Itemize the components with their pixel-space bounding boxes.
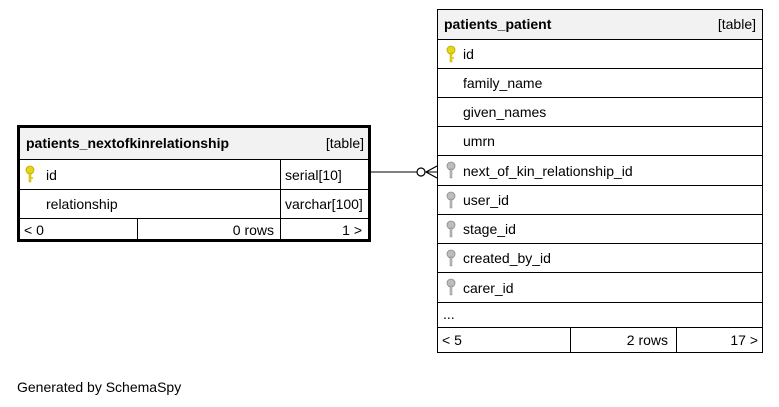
table-header: patients_patient [table] [438, 10, 762, 39]
column-row-id[interactable]: id [438, 39, 762, 68]
column-name: user_id [463, 192, 509, 208]
generated-by-label: Generated by SchemaSpy [17, 379, 182, 395]
column-row-umrn[interactable]: umrn [438, 126, 762, 155]
column-row-next-of-kin-relationship-id[interactable]: next_of_kin_relationship_id [438, 155, 762, 185]
column-name: id [463, 46, 474, 62]
column-type: varchar[100] [285, 196, 363, 212]
table-type-tag: [table] [325, 135, 364, 151]
ellipsis-text: ... [443, 306, 455, 322]
more-columns-ellipsis[interactable]: ... [438, 302, 762, 327]
row-count: 2 rows [626, 332, 668, 348]
table-footer: < 0 0 rows 1 > [20, 218, 368, 242]
column-name: umrn [463, 133, 495, 149]
children-count: 17 > [730, 332, 758, 348]
foreign-key-icon [446, 191, 456, 209]
parents-count: < 5 [442, 332, 462, 348]
column-row-created-by-id[interactable]: created_by_id [438, 243, 762, 272]
crowfoot-many-marker [425, 165, 438, 173]
column-row-user-id[interactable]: user_id [438, 185, 762, 214]
column-row-family-name[interactable]: family_name [438, 68, 762, 97]
column-name: family_name [463, 75, 543, 91]
table-header: patients_nextofkinrelationship [table] [20, 128, 368, 159]
column-row-carer-id[interactable]: carer_id [438, 272, 762, 302]
primary-key-icon [446, 45, 456, 63]
column-name: next_of_kin_relationship_id [463, 163, 633, 179]
table-type-tag: [table] [717, 16, 756, 32]
children-count: 1 > [342, 222, 362, 238]
column-row-relationship[interactable]: relationship varchar[100] [20, 189, 368, 218]
table-title: patients_patient [444, 16, 552, 32]
zero-optional-marker [416, 167, 426, 177]
row-count: 0 rows [232, 222, 274, 238]
column-row-stage-id[interactable]: stage_id [438, 214, 762, 243]
table-nextofkinrelationship[interactable]: patients_nextofkinrelationship [table] i… [17, 125, 371, 242]
column-name: given_names [463, 104, 547, 120]
column-name: carer_id [463, 280, 514, 296]
table-patient[interactable]: patients_patient [table] id family_name … [437, 9, 763, 353]
foreign-key-icon [446, 161, 456, 179]
table-title: patients_nextofkinrelationship [26, 135, 230, 151]
column-name: id [46, 167, 57, 183]
column-row-given-names[interactable]: given_names [438, 97, 762, 126]
column-row-id[interactable]: id serial[10] [20, 159, 368, 189]
column-name: relationship [46, 196, 118, 212]
column-name: created_by_id [463, 250, 551, 266]
column-name: stage_id [463, 221, 516, 237]
column-type: serial[10] [285, 167, 342, 183]
foreign-key-icon [446, 220, 456, 238]
table-footer: < 5 2 rows 17 > [438, 327, 762, 353]
foreign-key-icon [446, 278, 456, 296]
foreign-key-icon [446, 249, 456, 267]
parents-count: < 0 [24, 222, 44, 238]
primary-key-icon [25, 165, 35, 183]
